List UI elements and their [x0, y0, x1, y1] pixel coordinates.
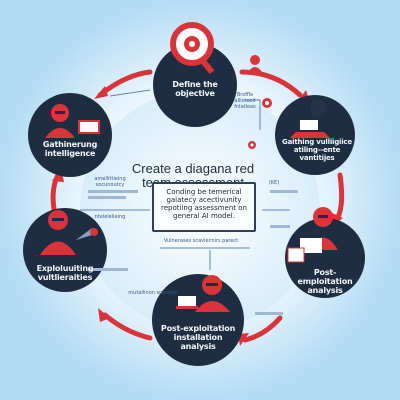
- gear-icon: [248, 98, 272, 149]
- annotation-bar: [270, 190, 298, 193]
- node-label-left: Exploluuiting vultlieraities: [36, 264, 94, 282]
- node-label-top: Define the objective: [172, 80, 218, 98]
- node-label-upper-left: Gathinerung intelligence: [42, 140, 98, 158]
- node-label-bottom: Post-exploitation installation analysis: [160, 324, 236, 351]
- annotation-center-lower: Vulnerases scaviecnirs parect: [163, 238, 239, 244]
- annotation-left-upper: amellittieing socunoutcy: [94, 176, 126, 188]
- node-label-right: Gaithing vulliigiice atiling--ente vanti…: [282, 138, 352, 162]
- arrow-lowerright-bottom: [242, 315, 283, 343]
- annotation-bar: [88, 196, 126, 199]
- magnifier-gear-icon: [170, 22, 215, 75]
- arrowhead-6: [94, 86, 108, 99]
- annotation-bar: [88, 190, 138, 193]
- guide-line-1: [109, 89, 151, 97]
- hooded-figure-icon: [176, 275, 230, 312]
- hooded-figure-icon: [40, 210, 98, 255]
- node-label-lower-right: Post-emploitation analysis: [297, 268, 353, 295]
- annotation-bottom-left: mutallinon spection: [128, 290, 178, 296]
- arrowhead-4: [98, 308, 110, 322]
- hooded-figure-icon: [248, 55, 262, 72]
- arrow-top-right: [239, 69, 303, 98]
- node-bottom-circle: [152, 274, 244, 366]
- annotation-left-mid: ntelelelieing: [94, 214, 126, 220]
- annotation-bar: [270, 225, 290, 228]
- center-description-box: Conding be temerical gaiatecy acectivuni…: [152, 182, 256, 232]
- annotation-right-small: (KE): [268, 180, 280, 186]
- hooded-figure-icon: [45, 104, 100, 138]
- annotation-bar: [255, 312, 283, 315]
- annotation-bar: [88, 268, 128, 271]
- hooded-figure-icon: [287, 207, 338, 263]
- hooded-figure-icon: [290, 100, 330, 138]
- node-top-circle: [153, 43, 237, 127]
- annotation-top-right: Broffle allisteed fnlatleas: [234, 92, 256, 110]
- guide-line-2: [245, 99, 261, 130]
